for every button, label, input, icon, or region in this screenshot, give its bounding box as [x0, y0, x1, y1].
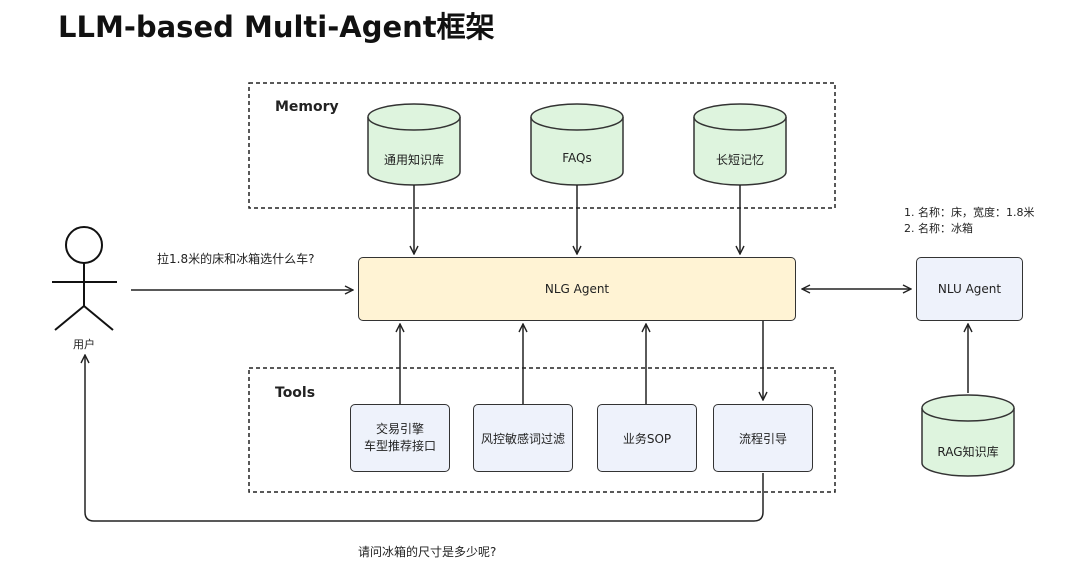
tool-label: 交易引擎 — [375, 422, 424, 436]
user-query-label: 拉1.8米的床和冰箱选什么车? — [157, 252, 315, 266]
page-title: LLM-based Multi-Agent框架 — [58, 10, 495, 44]
tools-group — [248, 367, 836, 493]
memory-title: Memory — [275, 99, 339, 115]
tool-label: 风控敏感词过滤 — [480, 431, 565, 446]
nlu-result-line: 2. 名称：冰箱 — [904, 222, 973, 235]
followup-question-label: 请问冰箱的尺寸是多少呢? — [358, 545, 497, 559]
tool-box-trade-engine: 交易引擎 车型推荐接口 — [350, 404, 450, 472]
memory-cylinder-1 — [367, 103, 461, 186]
nlu-agent-label: NLU Agent — [937, 282, 1002, 296]
tool-box-business-sop: 业务SOP — [597, 404, 697, 472]
memory-cylinder-2 — [530, 103, 624, 186]
tool-box-flow-guide: 流程引导 — [713, 404, 813, 472]
memory-cylinder-3 — [693, 103, 787, 186]
rag-cylinder — [921, 394, 1015, 477]
nlu-agent-box: NLU Agent — [916, 257, 1023, 321]
memory-group — [248, 82, 836, 209]
tool-box-risk-filter: 风控敏感词过滤 — [473, 404, 573, 472]
memory-item-label: 通用知识库 — [383, 153, 444, 167]
memory-item-label: 长短记忆 — [715, 153, 764, 167]
user-label: 用户 — [73, 338, 95, 351]
nlg-agent-box: NLG Agent — [358, 257, 796, 321]
tool-label: 流程引导 — [738, 431, 787, 446]
nlu-result-note: 1. 名称：床，宽度：1.8米 2. 名称：冰箱 — [904, 205, 1035, 237]
tool-label: 业务SOP — [622, 431, 672, 446]
user-figure-icon — [52, 226, 117, 331]
arrow-return-to-user — [85, 355, 764, 522]
memory-item-label: FAQs — [562, 151, 592, 165]
nlg-agent-label: NLG Agent — [544, 282, 610, 296]
tool-label: 车型推荐接口 — [363, 439, 436, 453]
rag-db-label: RAG知识库 — [937, 445, 999, 459]
nlu-result-line: 1. 名称：床，宽度：1.8米 — [904, 206, 1035, 219]
tools-title: Tools — [275, 385, 316, 401]
